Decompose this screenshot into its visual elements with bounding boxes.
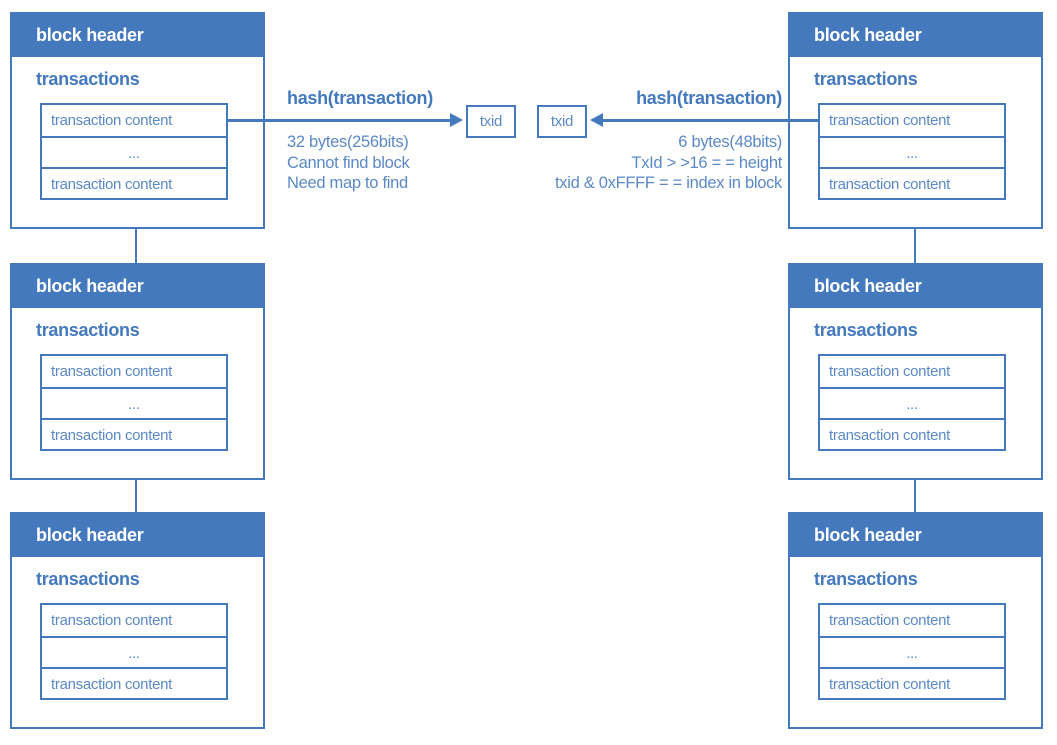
transaction-row: transaction content [820,418,1004,449]
note-line: Cannot find block [287,153,410,172]
block-header-label: block header [790,514,1041,557]
transaction-row: transaction content [51,612,173,629]
left-hash-notes: 32 bytes(256bits) Cannot find block Need… [287,132,410,194]
chain-connector-right-2 [914,480,916,512]
left-arrow-icon [590,113,603,127]
transactions-label: transactions [814,320,918,340]
block-right-bottom: block header transactions transaction co… [788,512,1043,729]
note-line: txid & 0xFFFF = = index in block [555,174,782,192]
left-hash-title: hash(transaction) [287,88,433,108]
block-header-label: block header [12,514,263,557]
note-line: 6 bytes(48bits) [678,133,782,151]
chain-connector-left-2 [135,480,137,512]
transactions-label: transactions [36,569,140,589]
transaction-row: transaction content [829,363,951,380]
transaction-row: transaction content [42,667,226,698]
transactions-label: transactions [36,320,140,340]
transaction-row: transaction content [829,112,951,129]
transaction-row-ellipsis: ... [820,387,1004,418]
right-arrow-icon [450,113,463,127]
transaction-row-ellipsis: ... [820,636,1004,667]
note-line: Need map to find [287,174,408,192]
right-hash-notes: 6 bytes(48bits) TxId > >16 = = height tx… [432,132,782,194]
transactions-label: transactions [814,569,918,589]
transaction-row: transaction content [42,418,226,449]
transaction-row-ellipsis: ... [42,387,226,418]
transaction-table: transaction content ... transaction cont… [818,103,1006,200]
txid-box-right: txid [537,105,587,138]
transaction-table: transaction content ... transaction cont… [40,103,228,200]
transaction-row-ellipsis: ... [42,636,226,667]
block-header-label: block header [790,14,1041,57]
chain-connector-left-1 [135,229,137,263]
block-header-label: block header [12,14,263,57]
left-arrow-shaft [228,119,450,122]
transaction-row: transaction content [51,112,173,129]
transaction-row-ellipsis: ... [42,136,226,167]
transactions-label: transactions [814,69,918,89]
block-left-bottom: block header transactions transaction co… [10,512,265,729]
transaction-row: transaction content [42,167,226,198]
txid-box-left: txid [466,105,516,138]
block-left-middle: block header transactions transaction co… [10,263,265,480]
transaction-row-ellipsis: ... [820,136,1004,167]
transaction-table: transaction content ... transaction cont… [40,603,228,700]
transaction-row: transaction content [820,167,1004,198]
transaction-table: transaction content ... transaction cont… [818,354,1006,451]
block-header-label: block header [12,265,263,308]
transaction-table: transaction content ... transaction cont… [818,603,1006,700]
transaction-row: transaction content [829,612,951,629]
block-header-label: block header [790,265,1041,308]
block-left-top: block header transactions transaction co… [10,12,265,229]
right-hash-title: hash(transaction) [636,88,782,108]
transaction-row: transaction content [51,363,173,380]
right-arrow-shaft [602,119,818,122]
transaction-row: transaction content [820,667,1004,698]
note-line: 32 bytes(256bits) [287,133,409,151]
chain-connector-right-1 [914,229,916,263]
block-right-top: block header transactions transaction co… [788,12,1043,229]
note-line: TxId > >16 = = height [631,153,782,172]
transactions-label: transactions [36,69,140,89]
block-right-middle: block header transactions transaction co… [788,263,1043,480]
transaction-table: transaction content ... transaction cont… [40,354,228,451]
